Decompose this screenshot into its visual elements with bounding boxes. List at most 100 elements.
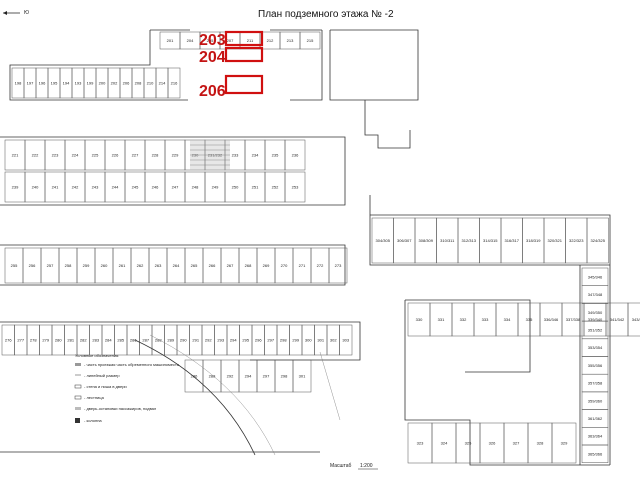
spot-label: 288 (155, 338, 162, 343)
spot-label: 312/313 (462, 238, 477, 243)
spot-label: 324 (441, 441, 448, 446)
spot-label: 240 (32, 185, 39, 190)
spot-label: 263 (155, 263, 162, 268)
spot-label: 241 (52, 185, 59, 190)
parking-spot-216 (167, 67, 181, 99)
spot-label: 289 (167, 338, 174, 343)
parking-spot-343-344 (627, 302, 640, 337)
spot-label: 223 (52, 153, 59, 158)
spot-label: 222 (32, 153, 39, 158)
spot-label: 252 (272, 185, 279, 190)
spot-label: 281 (67, 338, 74, 343)
spot-label: 259 (83, 263, 90, 268)
highlight-box-204 (224, 46, 264, 63)
spot-label: 261 (119, 263, 126, 268)
spot-label: 282 (80, 338, 87, 343)
spot-label: 253 (292, 185, 299, 190)
parking-spot-324-325 (586, 217, 609, 264)
spot-label: 365/366 (588, 451, 603, 456)
spot-label: 299 (292, 338, 299, 343)
parking-spot-365-366 (581, 444, 609, 463)
spot-label: 210 (147, 81, 154, 86)
highlight-label-203: 203 (199, 32, 226, 49)
spot-label: 303 (342, 338, 349, 343)
spot-label: 292 (205, 338, 212, 343)
spot-label: 326 (489, 441, 496, 446)
spot-label: 216 (171, 81, 178, 86)
spot-label: 272 (317, 263, 324, 268)
spot-label: 322/323 (569, 238, 584, 243)
spot-label: 294 (230, 338, 237, 343)
spot-label: 301 (299, 374, 306, 379)
spot-label: 297 (267, 338, 274, 343)
spot-label: 235 (272, 153, 279, 158)
spot-label: 285 (117, 338, 124, 343)
spot-label: 306/307 (397, 238, 412, 243)
legend-item-2: - линейный размер (84, 373, 120, 378)
spot-label: 297 (263, 374, 270, 379)
spot-label: 201 (167, 38, 174, 43)
spot-label: 251 (252, 185, 259, 190)
spot-label: 341/342 (610, 317, 625, 322)
highlight-label-204: 204 (199, 49, 226, 66)
spot-label: 298 (281, 374, 288, 379)
spot-label: 199 (87, 81, 94, 86)
compass-label: Ю (24, 10, 29, 16)
spot-label: 284 (105, 338, 112, 343)
spot-label: 265 (191, 263, 198, 268)
spot-label: 301 (317, 338, 324, 343)
spot-label: 267 (227, 263, 234, 268)
spot-label: 246 (152, 185, 159, 190)
spot-label: 206 (123, 81, 130, 86)
spot-label: 277 (17, 338, 24, 343)
spot-label: 363/364 (588, 434, 603, 439)
spot-label: 257 (47, 263, 54, 268)
spot-label: 351/352 (588, 327, 603, 332)
spot-label: 332 (460, 317, 467, 322)
spot-label: 204 (187, 38, 194, 43)
spot-label: 268 (245, 263, 252, 268)
spot-label: 196 (39, 81, 46, 86)
highlight-label-206: 206 (199, 83, 226, 100)
spot-label: 335 (526, 317, 533, 322)
spot-label: 355/356 (588, 363, 603, 368)
spot-label: 333 (482, 317, 489, 322)
spot-label: 286 (191, 374, 198, 379)
spot-label: 273 (335, 263, 342, 268)
spot-label: 229 (172, 153, 179, 158)
spot-label: 353/354 (588, 345, 603, 350)
spot-label: 310/311 (440, 238, 455, 243)
spot-label: 211 (247, 38, 254, 43)
spot-label: 266 (209, 263, 216, 268)
spot-label: 244 (112, 185, 119, 190)
spot-label: 325 (465, 441, 472, 446)
spot-label: 361/362 (588, 416, 603, 421)
legend-item-1: - часть проезжая часть обременного машин… (84, 362, 180, 367)
spot-label: 300 (305, 338, 312, 343)
spot-label: 207 (227, 38, 234, 43)
spot-label: 247 (172, 185, 179, 190)
spot-label: 193 (75, 81, 82, 86)
spot-label: 224 (72, 153, 79, 158)
spot-label: 283 (92, 338, 99, 343)
parking-spot-303 (339, 324, 353, 356)
spot-label: 245 (132, 185, 139, 190)
spot-label: 243 (92, 185, 99, 190)
spot-label: 320/321 (548, 238, 563, 243)
spot-label: 295 (242, 338, 249, 343)
spot-label: 293 (217, 338, 224, 343)
spot-label: 294 (245, 374, 252, 379)
spot-label: 212 (267, 38, 274, 43)
spot-label: 302 (330, 338, 337, 343)
spot-label: 339/340 (588, 317, 603, 322)
parking-spot-236 (284, 139, 306, 171)
spot-label: 236 (292, 153, 299, 158)
spot-label: 264 (173, 263, 180, 268)
spot-label: 343/344 (632, 317, 640, 322)
